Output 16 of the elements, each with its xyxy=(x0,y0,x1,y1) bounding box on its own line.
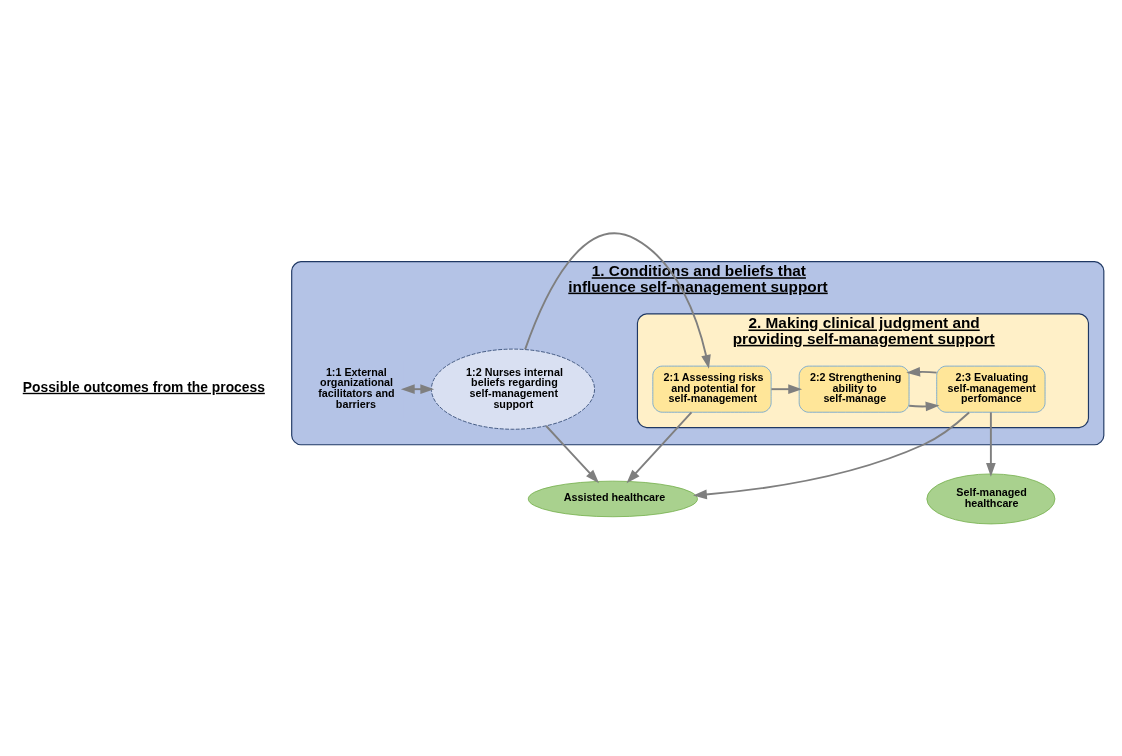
node-text: 1:1 External organizational facilitators and barriers xyxy=(318,365,395,410)
node-ellipse: Assisted healthcare xyxy=(527,480,698,517)
node-box: 2:1 Assessing risks and potential for self-management xyxy=(652,365,772,413)
node-box: 2:3 Evaluating self-management perfomance xyxy=(936,365,1046,413)
label: Possible outcomes from the process xyxy=(22,378,265,395)
node-ellipse: 1:2 Nurses internal beliefs regarding self-management support xyxy=(431,348,595,430)
arrow xyxy=(545,424,600,483)
arrow xyxy=(524,232,711,369)
arrow xyxy=(770,383,803,394)
node-ellipse: Self-managed healthcare xyxy=(926,473,1056,524)
arrow xyxy=(908,401,940,411)
arrow xyxy=(400,383,435,394)
arrow xyxy=(906,366,938,377)
arrow xyxy=(693,411,971,499)
node-box: 2:2 Strengthening ability to self-manage xyxy=(798,365,910,413)
arrow xyxy=(986,410,996,477)
